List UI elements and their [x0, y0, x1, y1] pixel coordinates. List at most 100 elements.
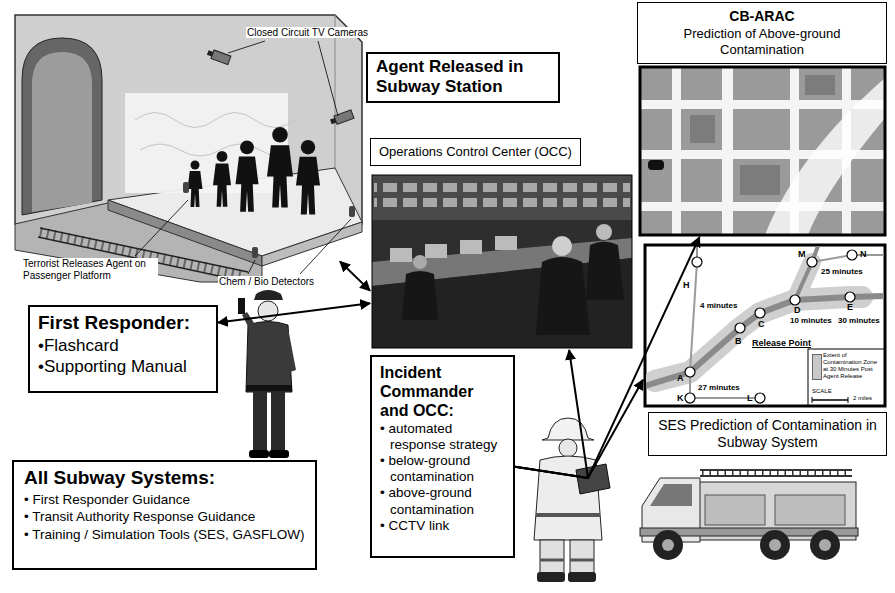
above-ground-plume-map [805, 75, 835, 95]
all-subway-systems-box: All Subway Systems:• First Responder Gui… [12, 460, 317, 570]
station-letter: B [735, 337, 742, 347]
police-officer [238, 298, 245, 314]
subway-contamination-map [812, 399, 848, 401]
firefighter [568, 572, 596, 582]
police-officer [253, 390, 267, 452]
firefighter [537, 572, 565, 582]
legend-text: Extent of Contamination Zone at 30 Minut… [823, 352, 881, 380]
fire-truck [650, 484, 692, 506]
control-room-photo [596, 224, 612, 240]
fire-truck [810, 530, 840, 560]
firefighter [570, 559, 594, 562]
above-ground-plume-map [672, 68, 681, 234]
subway-station [15, 15, 362, 282]
firefighter [540, 540, 564, 574]
police-officer [269, 450, 289, 458]
subway-station [211, 50, 231, 65]
release-point-label: Release Point [752, 339, 811, 349]
subway-station [108, 200, 262, 266]
callout-label: Closed Circuit TV Cameras [246, 27, 369, 38]
subway-station [236, 141, 259, 212]
control-room-photo [374, 178, 630, 210]
fire-truck [662, 539, 674, 551]
station-letter: H [683, 281, 690, 291]
above-ground-plume-map [722, 68, 733, 234]
above-ground-plume-map [765, 78, 884, 234]
station-letter: L [747, 394, 753, 404]
node-bullet: • First Responder Guidance [24, 491, 305, 509]
node-bullet: • Transit Authority Response Guidance [24, 508, 305, 526]
station-illustration-node: Agent Released in Subway Station [10, 5, 340, 290]
subway-contamination-map [847, 250, 857, 260]
travel-time: 10 minutes [790, 317, 832, 326]
above-ground-plume-map [740, 165, 780, 195]
fire-truck [700, 475, 852, 477]
police-officer [283, 328, 296, 372]
station-letter: M [798, 250, 806, 260]
firefighter [536, 513, 600, 517]
subway-station [329, 110, 354, 126]
police-officer [242, 312, 256, 330]
node-heading: CB-ARAC [644, 8, 880, 26]
firefighter [559, 439, 577, 457]
first-responder-box: First Responder:•Flashcard•Supporting Ma… [28, 305, 218, 393]
node-bullet: • automated response strategy [380, 421, 505, 453]
connector-arrow [515, 380, 643, 478]
node-heading: All Subway Systems: [24, 466, 305, 491]
subway-station [318, 41, 338, 116]
scale-label: 2 miles [853, 395, 872, 402]
fire-truck [760, 530, 790, 560]
fire-truck [775, 495, 845, 525]
subway-station [188, 161, 203, 208]
above-ground-plume-map [640, 67, 885, 235]
subway-station [206, 48, 231, 64]
fire-truck [705, 495, 765, 525]
control-room-photo [552, 236, 572, 256]
subway-contamination-map [755, 308, 765, 318]
callout-label: Terrorist Releases Agent on Passenger Pl… [22, 258, 158, 281]
text-frame: First Responder:•Flashcard•Supporting Ma… [38, 311, 208, 377]
control-room-photo [460, 240, 482, 254]
subway-contamination-map [690, 246, 697, 405]
fire-truck [702, 470, 850, 476]
subway-contamination-map [645, 245, 885, 406]
scale-label: SCALE [812, 388, 832, 395]
station-letter: E [847, 303, 853, 313]
node-heading: Agent Released in Subway Station [376, 57, 550, 98]
fire-truck [819, 539, 831, 551]
subway-contamination-map [692, 257, 702, 267]
subway-contamination-map [812, 397, 813, 403]
subway-station [135, 41, 351, 274]
control-room-photo [402, 271, 438, 320]
firefighter [542, 418, 594, 440]
above-ground-plume-map [690, 115, 715, 143]
control-room-photo [390, 248, 412, 262]
above-ground-plume-map [641, 68, 884, 234]
node-bullet: Prediction of Above-ground Contamination [644, 26, 880, 59]
subway-station [32, 52, 92, 212]
text-frame: CB-ARACPrediction of Above-ground Contam… [637, 2, 887, 64]
police-officer [238, 290, 296, 458]
station-letter: A [677, 374, 684, 384]
connector-arrow [515, 350, 588, 478]
control-room-photo [425, 244, 447, 258]
above-ground-plume-map [640, 67, 885, 235]
subway-station [349, 206, 355, 217]
node-heading: Operations Control Center (OCC) [379, 144, 572, 160]
above-ground-plume-map [640, 67, 885, 235]
subway-station [248, 260, 255, 274]
control-room-photo [372, 175, 632, 348]
subway-station [330, 118, 336, 124]
subway-station [183, 182, 189, 193]
fire-truck [653, 530, 683, 560]
node-bullet: • below-ground contamination [380, 453, 505, 485]
node-bullet: •Flashcard [38, 335, 208, 356]
subway-contamination-map [795, 246, 818, 300]
subway-station [22, 38, 102, 215]
fire-truck [640, 470, 858, 560]
connector-arrow [340, 262, 370, 291]
connector-arrow [218, 303, 370, 322]
station-letter: N [860, 250, 867, 260]
subway-contamination-map [790, 295, 800, 305]
